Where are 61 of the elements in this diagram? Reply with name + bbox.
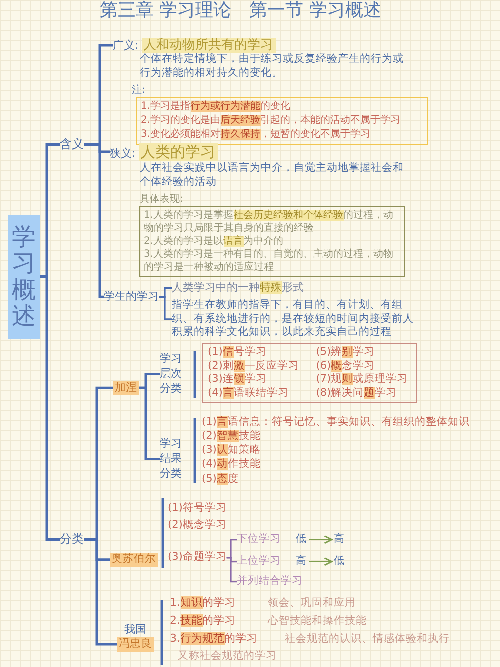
note-label: 具体表现: [140, 193, 184, 206]
list-item: (3)命题学习 [168, 551, 227, 565]
page-title: 第三章 学习理论 第一节 学习概述 [100, 0, 382, 22]
list-item: (3)连锁学习 [208, 373, 268, 386]
list-box [202, 343, 417, 403]
branch-label: 人类学习中的一种特殊形式 [172, 281, 304, 296]
connector-line [139, 386, 160, 461]
branch-label: 学习结果分类 [160, 437, 182, 482]
branch-label: 学习层次分类 [160, 352, 182, 397]
branch-label: 学生的学习 [104, 290, 159, 304]
branch-label: 狭义: [110, 147, 136, 160]
note-item: 2.学习的变化是由后天经验引起的，本能的活动不属于学习 [141, 114, 402, 128]
list-item: (1)言语信息：符号记忆、事实知识、有组织的整体知识 [202, 416, 470, 430]
topic-box: 学习概述 [8, 215, 40, 339]
list-item: (2)刺激—反应学习 [208, 360, 300, 373]
list-item: (2)智慧技能 [202, 430, 261, 444]
list-item: (5)态度 [202, 473, 239, 487]
list-item: 下位学习 [237, 533, 281, 547]
description-text: 社会规范的认识、情感体验和执行 [285, 633, 450, 647]
branch-label: 广义: [113, 39, 139, 52]
list-item: (1)符号学习 [168, 502, 227, 516]
description-text: 指学生在教师的指导下，有目的、有计划、有组织、有系统地进行的，是在较短的时间内接受前人积累的科学文化知识，以此来充实自己的过程 [172, 299, 424, 340]
connector-line [159, 296, 172, 320]
description-text: 心智技能和操作技能 [268, 615, 367, 629]
definition-text: 人在社会实践中以语言为中介，自觉主动地掌握社会和个体经验的活动 [140, 162, 405, 190]
definition-text: 个体在特定情境下，由于练习或反复经验产生的行为或行为潜能的相对持久的变化。 [140, 53, 405, 80]
list-item: (7)规则或原理学习 [316, 373, 410, 386]
level-label: 高 [296, 555, 307, 569]
highlighted-label: 加涅 [113, 381, 139, 396]
note-label: 注: [132, 84, 146, 97]
connector-line [226, 557, 237, 583]
list-item: (4)言语联结学习 [208, 386, 290, 400]
branch-label: 我国 [124, 623, 146, 638]
note-item: 2.人类的学习是以语言为中介的 [144, 235, 285, 248]
arrow [309, 558, 333, 566]
note-item: 3.人类的学习是一种有目的、自觉的、主动的过程，动物的学习是一种被动的适应过程 [144, 248, 395, 274]
level-label: 高 [334, 533, 345, 547]
level-label: 低 [296, 533, 307, 547]
list-item: (3)认知策略 [202, 444, 261, 458]
description-text: 领会、巩固和应用 [268, 597, 356, 611]
connector-line [40, 276, 60, 542]
list-item: (5)辨别学习 [316, 346, 376, 360]
highlighted-label: 奥苏伯尔 [110, 553, 158, 567]
highlighted-label: 人和动物所共有的学习 [142, 38, 276, 53]
list-item: (8)解决问题学习 [316, 386, 398, 400]
list-item: 1.知识的学习 [170, 596, 236, 610]
branch-label: 分类 [60, 532, 84, 548]
list-item: (1)信号学习 [208, 346, 268, 360]
list-item: 并列结合学习 [237, 575, 303, 589]
list-item: (4)动作技能 [202, 458, 261, 472]
connector-line [84, 538, 117, 646]
list-item: (2)概念学习 [168, 519, 227, 533]
note-text: 又称社会规范的学习 [178, 650, 277, 664]
arrow [309, 536, 333, 544]
list-item: 上位学习 [237, 555, 281, 569]
highlighted-label: 人类的学习 [138, 143, 218, 161]
note-box [139, 206, 405, 277]
highlighted-label: 冯忠良 [117, 637, 154, 652]
level-label: 低 [334, 555, 345, 569]
branch-label: 含义 [60, 137, 84, 153]
list-item: (6)概念学习 [316, 360, 376, 373]
